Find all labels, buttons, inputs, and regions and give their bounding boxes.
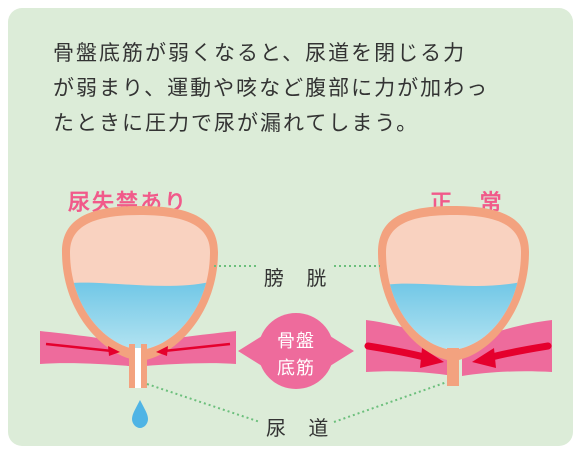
water-drop-icon: [132, 400, 148, 428]
bladder-diagram: [40, 206, 552, 428]
pelvic-arrow-right: [330, 336, 354, 366]
right-inward-arrow-right: [472, 342, 552, 368]
right-inward-arrow-left: [364, 342, 444, 368]
pelvic-arrow-left: [238, 336, 262, 366]
urethra-label: 尿 道: [266, 416, 337, 440]
bladder-label: 膀 胱: [264, 266, 335, 290]
description-text: 骨盤底筋が弱くなると、尿道を閉じる力 が弱まり、運動や咳など腹部に力が加わっ た…: [53, 41, 490, 135]
urethra-leader-right: [333, 381, 448, 423]
left-inward-arrow-right: [156, 342, 231, 356]
left-urethra-wall-right: [141, 344, 147, 388]
pelvic-floor-label-line2: 底筋: [277, 358, 315, 379]
left-urethra-wall-left: [129, 344, 135, 388]
pelvic-floor-label-line1: 骨盤: [277, 331, 315, 352]
left-inward-arrow-left: [45, 342, 120, 356]
right-urethra-closed: [447, 348, 459, 386]
pelvic-floor-badge: [258, 313, 334, 389]
urethra-leader-left: [146, 383, 261, 423]
left-urethra-opening: [135, 348, 141, 388]
diagram-card: 骨盤底筋が弱くなると、尿道を閉じる力 が弱まり、運動や咳など腹部に力が加わっ た…: [8, 8, 573, 446]
